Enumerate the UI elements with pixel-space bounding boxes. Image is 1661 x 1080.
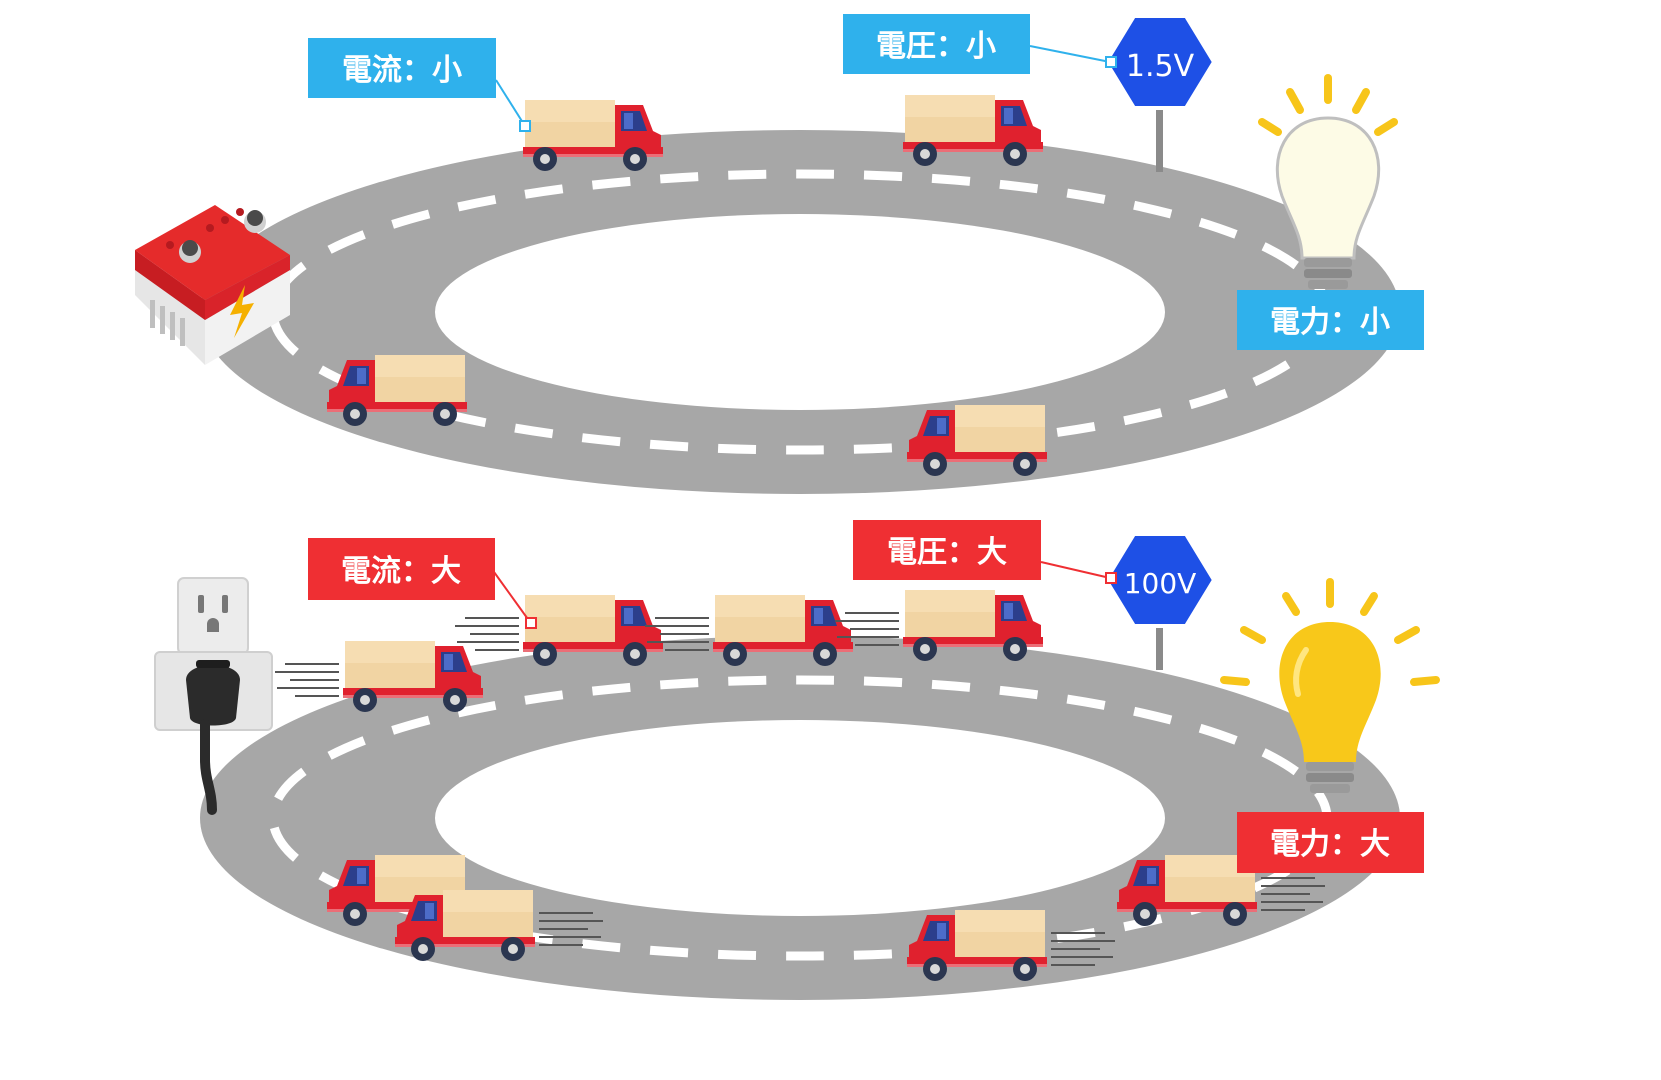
top-voltage-callout: 電圧：小	[843, 14, 1117, 74]
power-label-box	[1237, 812, 1424, 873]
current-label: 電流：大	[341, 554, 461, 589]
top-road	[200, 130, 1400, 494]
car-battery-icon	[135, 205, 290, 365]
power-label: 電力：小	[1270, 305, 1390, 340]
top-voltage-sign: 1.5V	[1103, 14, 1217, 172]
power-label-box	[1237, 290, 1424, 350]
bottom-voltage-callout: 電圧：大	[853, 520, 1117, 584]
voltage-label: 電圧：小	[876, 29, 996, 64]
top-power-callout: 電力：小	[1237, 290, 1424, 350]
top-scene: 1.5V 電流：小 電圧：小 電力：小	[135, 14, 1424, 494]
power-label: 電力：大	[1270, 827, 1390, 862]
top-current-callout: 電流：小	[308, 38, 531, 132]
current-label-box	[308, 538, 495, 600]
voltage-sign-text: 1.5V	[1126, 49, 1195, 84]
current-label-box	[308, 38, 496, 98]
bottom-power-callout: 電力：大	[1237, 812, 1424, 873]
bottom-scene: 100V 電流：大 電圧：大	[154, 520, 1440, 1000]
voltage-label-box	[853, 520, 1041, 580]
dim-light-bulb-icon	[1258, 74, 1398, 289]
bottom-current-callout: 電流：大	[308, 538, 537, 629]
bright-light-bulb-icon	[1220, 578, 1440, 793]
voltage-sign-text: 100V	[1124, 567, 1197, 600]
current-label: 電流：小	[342, 53, 462, 88]
voltage-label-box	[843, 14, 1030, 74]
voltage-label: 電圧：大	[887, 535, 1007, 570]
bottom-voltage-sign: 100V	[1103, 532, 1217, 670]
wall-outlet-plug-icon	[154, 577, 273, 815]
